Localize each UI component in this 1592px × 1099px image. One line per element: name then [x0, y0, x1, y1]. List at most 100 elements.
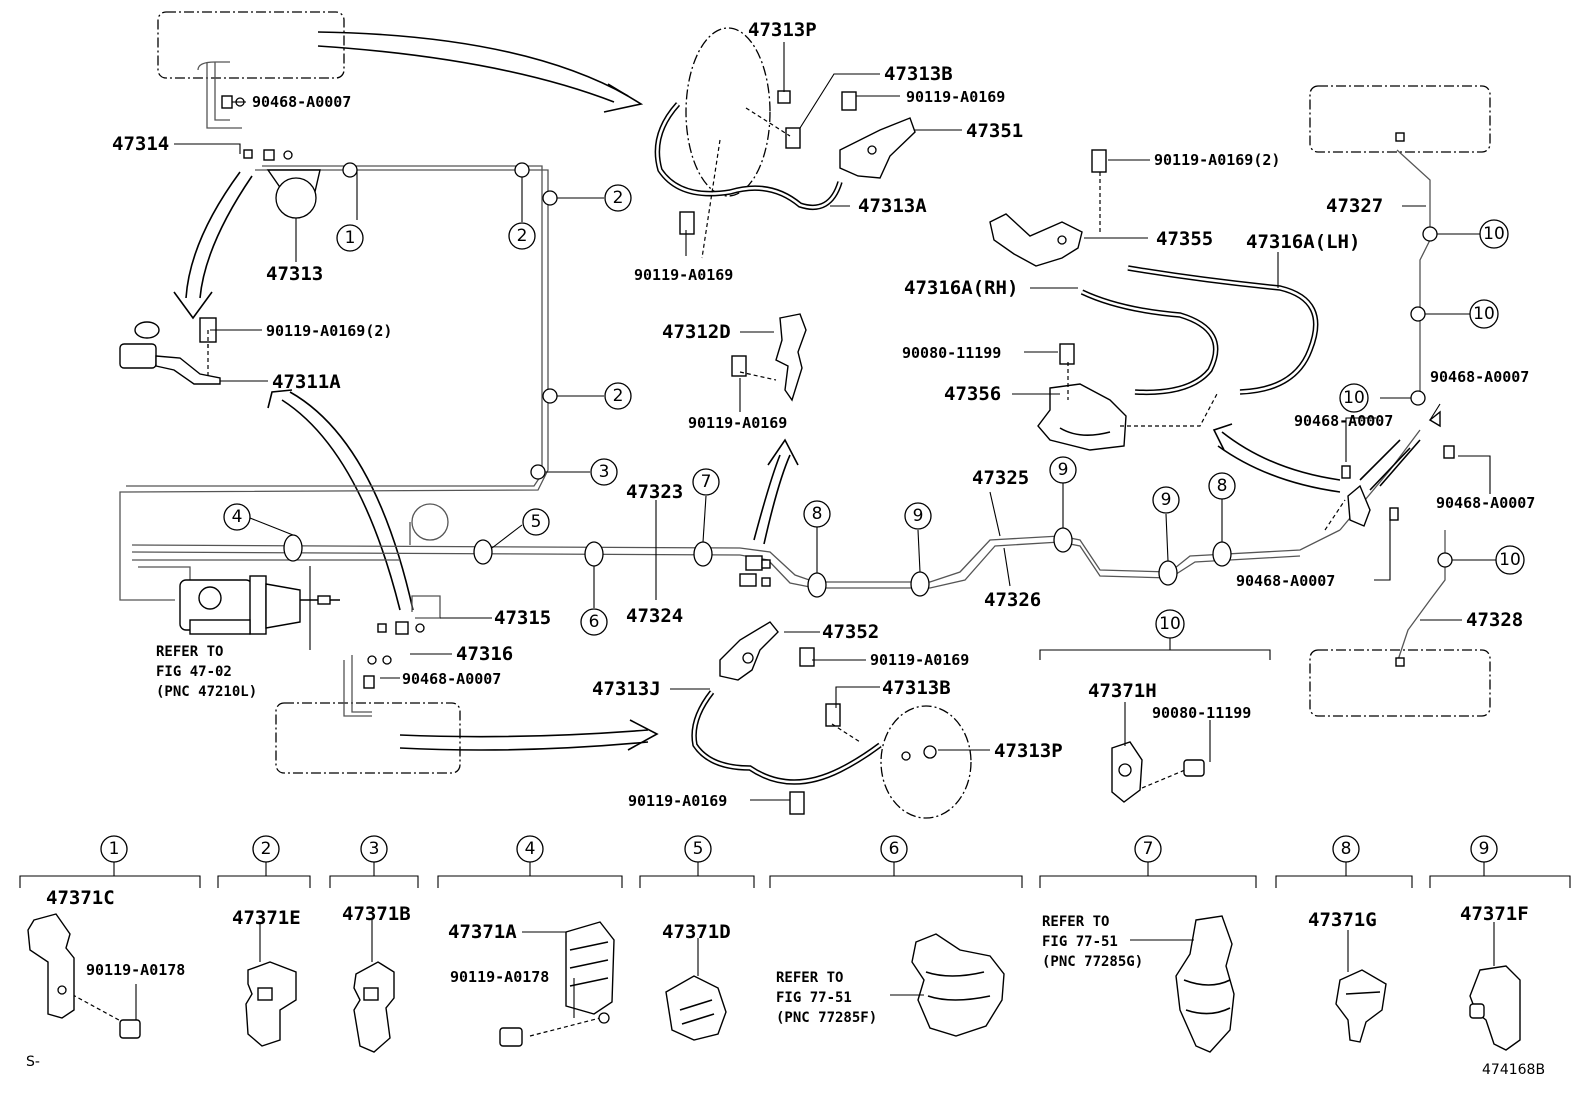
label-47313P-low: 47313P: [994, 740, 1063, 762]
callout-8-b: 8: [1217, 476, 1228, 496]
label-47326: 47326: [984, 589, 1041, 611]
legend-callout-8: 8: [1341, 839, 1352, 859]
detail-box-bottom-right: [1309, 649, 1491, 717]
corner-mark: S-: [26, 1054, 40, 1070]
callout-9-b: 9: [1058, 460, 1069, 480]
callout-8-a: 8: [812, 504, 823, 524]
legend-callout-7: 7: [1143, 839, 1154, 859]
label-90468-A0007-r3: 90468-A0007: [1436, 494, 1535, 512]
detail-box-top-left: [157, 11, 345, 79]
label-47316A-LH: 47316A(LH): [1246, 231, 1360, 253]
detail-box-top-right: [1309, 85, 1491, 153]
legend-callout-9: 9: [1479, 839, 1490, 859]
label-47325: 47325: [972, 467, 1029, 489]
label-47323: 47323: [626, 481, 683, 503]
clamp-markers: [249, 162, 1496, 608]
part-labels: 47313P 47313B 90119-A0169 47351 47313A 9…: [112, 19, 1535, 810]
fittings: [221, 90, 1455, 815]
label-47371B: 47371B: [342, 903, 411, 925]
refer7-line1: REFER TO: [1042, 914, 1109, 930]
refer7-line2: FIG 77-51: [1042, 934, 1118, 950]
label-47328: 47328: [1466, 609, 1523, 631]
bracket-47356: [1037, 383, 1127, 451]
legend-callout-3: 3: [369, 839, 380, 859]
label-47356: 47356: [944, 383, 1001, 405]
label-47313J: 47313J: [592, 678, 661, 700]
legend-callout-2: 2: [261, 839, 272, 859]
label-47312D: 47312D: [662, 321, 731, 343]
label-47313A: 47313A: [858, 195, 927, 217]
bracket-47352: [719, 621, 779, 681]
refer6-line2: FIG 77-51: [776, 990, 852, 1006]
detail-ellipse-bottom: [880, 705, 972, 819]
dashed-leaders: [59, 107, 1346, 1037]
label-47313: 47313: [266, 263, 323, 285]
refer6-line3: (PNC 77285F): [776, 1010, 877, 1026]
valve-47311A: [119, 317, 221, 385]
label-90119-A0169-mid: 90119-A0169: [634, 266, 733, 284]
label-90119-A0169-lower: 90119-A0169: [870, 651, 969, 669]
label-47313B-low: 47313B: [882, 677, 951, 699]
label-47371A: 47371A: [448, 921, 517, 943]
label-47352: 47352: [822, 621, 879, 643]
label-47371F: 47371F: [1460, 903, 1529, 925]
label-90119-A0169-bottom: 90119-A0169: [628, 792, 727, 810]
callout-10-e: 10: [1159, 614, 1181, 634]
label-90119-A0178-4: 90119-A0178: [450, 968, 549, 986]
callout-9-a: 9: [913, 506, 924, 526]
label-90468-A0007-r1: 90468-A0007: [1430, 368, 1529, 386]
legend-callout-6: 6: [889, 839, 900, 859]
label-90119-A0169-top: 90119-A0169: [906, 88, 1005, 106]
label-47314: 47314: [112, 133, 169, 155]
callout-6: 6: [589, 612, 600, 632]
callout-4: 4: [232, 507, 243, 527]
legend-callout-5: 5: [693, 839, 704, 859]
label-90119-A0169-2-left: 90119-A0169(2): [266, 322, 392, 340]
label-47327: 47327: [1326, 195, 1383, 217]
legend-callout-1: 1: [109, 839, 120, 859]
leaders: [174, 42, 1491, 801]
label-47316A-RH: 47316A(RH): [904, 277, 1018, 299]
callout-2-a: 2: [517, 226, 528, 246]
callout-3: 3: [599, 462, 610, 482]
diagram-id: 474168B: [1482, 1062, 1545, 1078]
callout-1: 1: [345, 228, 356, 248]
bracket-47351: [839, 117, 916, 179]
label-90468-A0007-bl: 90468-A0007: [402, 670, 501, 688]
brake-pipes: [119, 61, 1446, 717]
refer7-line3: (PNC 77285G): [1042, 954, 1143, 970]
label-47371E: 47371E: [232, 907, 301, 929]
label-90080-11199-right: 90080-11199: [1152, 704, 1251, 722]
refer-main-line3: (PNC 47210L): [156, 684, 257, 700]
label-47313B-top: 47313B: [884, 63, 953, 85]
label-47371D: 47371D: [662, 921, 731, 943]
label-90468-A0007-r2: 90468-A0007: [1294, 412, 1393, 430]
brake-hoses: [654, 102, 1319, 785]
callout-5: 5: [531, 512, 542, 532]
label-47311A: 47311A: [272, 371, 341, 393]
detail-ellipse-top: [685, 27, 771, 197]
label-90468-A0007-r4: 90468-A0007: [1236, 572, 1335, 590]
clip-legend: 1 2 3 4 5 6 7 8 9 47371C 90119-A0178 473…: [19, 835, 1571, 1053]
detail-box-bottom-left: [275, 702, 461, 774]
label-90119-A0169-center: 90119-A0169: [688, 414, 787, 432]
clamp-47371H: [1111, 741, 1205, 803]
label-47324: 47324: [626, 605, 683, 627]
refer-main-line2: FIG 47-02: [156, 664, 232, 680]
refer-main-line1: REFER TO: [156, 644, 223, 660]
callout-10-b: 10: [1473, 304, 1495, 324]
label-47351: 47351: [966, 120, 1023, 142]
label-90080-11199-mid: 90080-11199: [902, 344, 1001, 362]
bracket-47313: [266, 169, 321, 219]
label-47371G: 47371G: [1308, 909, 1377, 931]
callout-9-c: 9: [1161, 490, 1172, 510]
callout-2-b: 2: [613, 188, 624, 208]
bracket-47355: [989, 213, 1083, 267]
label-47315: 47315: [494, 607, 551, 629]
label-47371H: 47371H: [1088, 680, 1157, 702]
label-47371C: 47371C: [46, 887, 115, 909]
flow-arrows: [173, 31, 1341, 751]
legend-callout-4: 4: [525, 839, 536, 859]
label-90119-A0178-1: 90119-A0178: [86, 961, 185, 979]
label-47313P-top: 47313P: [748, 19, 817, 41]
